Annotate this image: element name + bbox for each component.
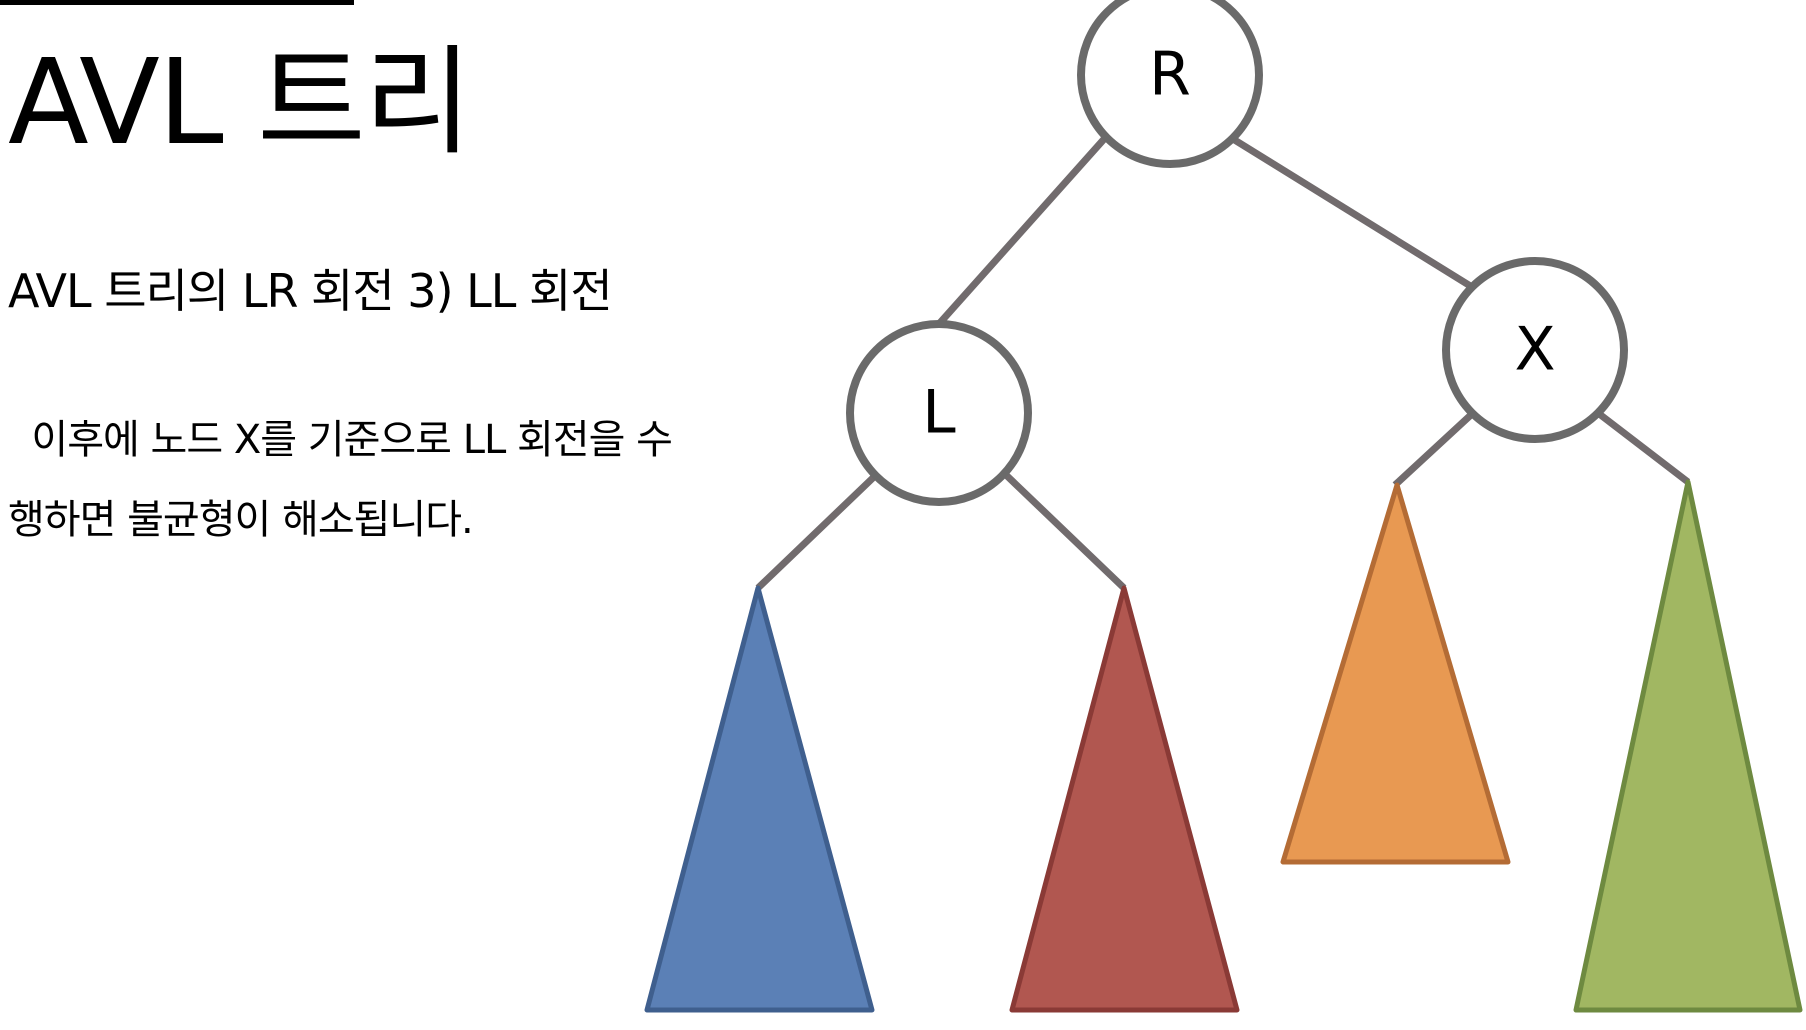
edge-r-x [1231,136,1474,290]
subtree-l-left [644,585,875,1013]
node-l: L [846,320,1032,506]
body-line-1: 이후에 노드 X를 기준으로 LL 회전을 수 [8,417,672,463]
node-r: R [1077,0,1263,168]
node-x-circle [1442,257,1628,443]
slide-body: 이후에 노드 X를 기준으로 LL 회전을 수 행하면 불균형이 해소됩니다. [8,400,748,560]
node-l-circle [846,320,1032,506]
edge-l-left-subtree [755,471,880,591]
edge-x-left-subtree [1392,410,1476,488]
node-x: X [1442,257,1628,443]
slide-title: AVL 트리 [8,33,472,171]
tree-edges [755,135,1691,591]
node-r-circle [1077,0,1263,168]
node-x-label: X [1514,315,1555,385]
subtree-x-left [1280,482,1511,865]
tree-nodes: R L X [846,0,1628,506]
node-l-label: L [922,378,956,448]
subtrees [644,479,1803,1013]
node-r-label: R [1149,40,1191,110]
edge-x-right-subtree [1595,410,1691,485]
body-line-2: 행하면 불균형이 해소됩니다. [8,497,474,543]
subtree-l-right [1009,585,1240,1013]
title-accent-rule [0,0,354,5]
edge-r-l [935,135,1108,328]
edge-l-right-subtree [1002,471,1127,591]
slide-subtitle: AVL 트리의 LR 회전 3) LL 회전 [8,264,613,318]
subtree-x-right [1573,479,1803,1013]
